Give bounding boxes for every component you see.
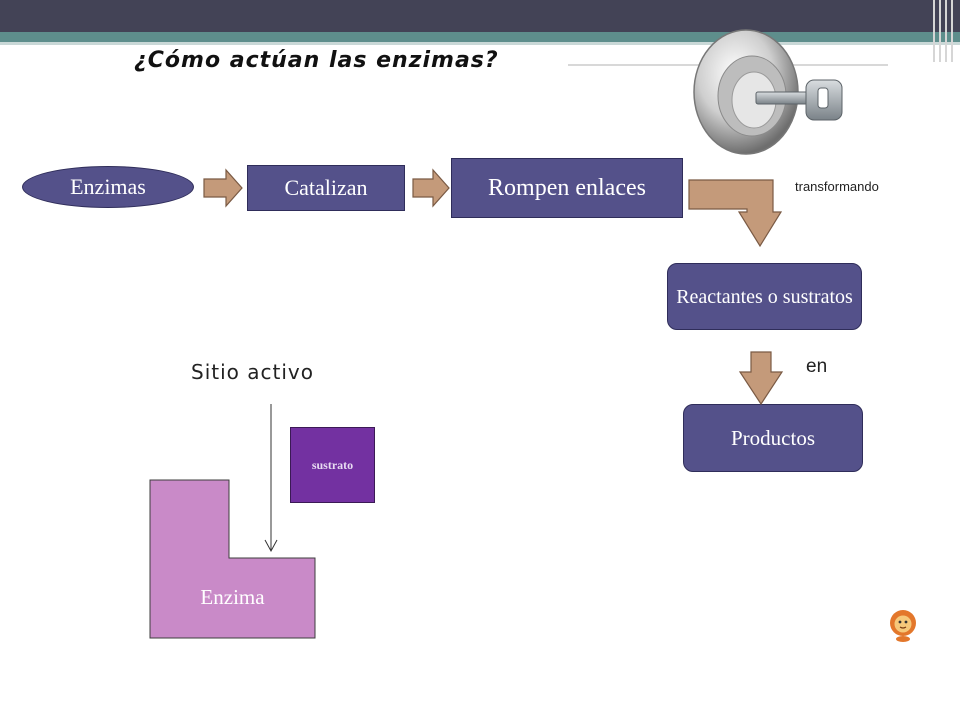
slide-title: ¿Cómo actúan las enzimas? [134, 48, 499, 73]
reactantes-node: Reactantes o sustratos [667, 263, 862, 330]
lion-icon [890, 610, 916, 642]
bent-arrow-down [688, 179, 783, 248]
header-bar [0, 0, 960, 32]
arrow-down-2 [738, 351, 784, 406]
rompen-enlaces-node: Rompen enlaces [451, 158, 683, 218]
key-in-lock-icon [693, 29, 843, 155]
header-divider [0, 42, 960, 45]
enzimas-node: Enzimas [22, 166, 194, 208]
enzima-shape [149, 479, 316, 639]
transformando-label: transformando [795, 179, 879, 194]
sustrato-block: sustrato [290, 427, 375, 503]
corner-lines-decoration [933, 0, 953, 62]
header-accent-bar [0, 32, 960, 42]
productos-node: Productos [683, 404, 863, 472]
enzima-label: Enzima [200, 585, 265, 609]
arrow-right-2 [412, 168, 450, 208]
sitio-activo-label: Sitio activo [191, 360, 314, 384]
sitio-activo-arrowhead [264, 539, 278, 553]
en-label: en [806, 356, 828, 377]
catalizan-node: Catalizan [247, 165, 405, 211]
arrow-right-1 [203, 168, 243, 208]
